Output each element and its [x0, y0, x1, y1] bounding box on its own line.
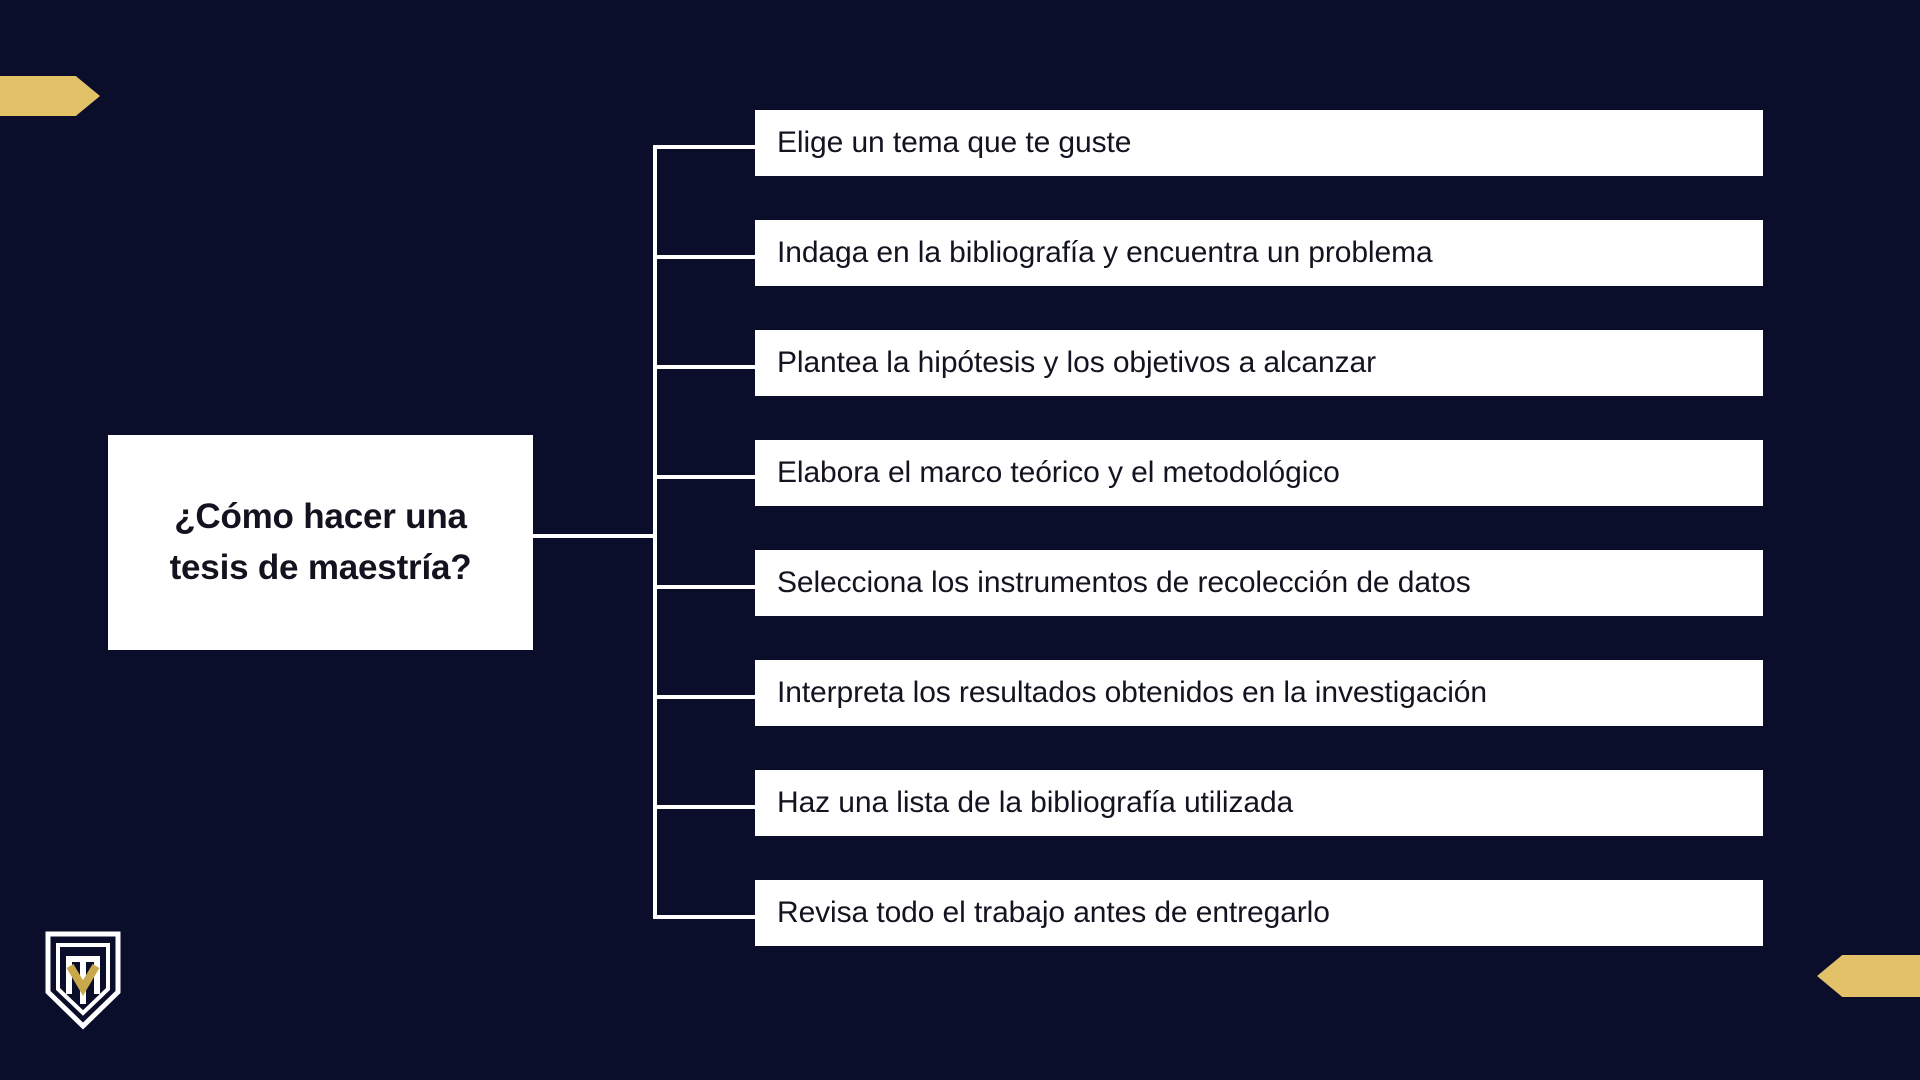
step-node-label: Indaga en la bibliografía y encuentra un…: [777, 236, 1433, 269]
step-node-4[interactable]: Elabora el marco teórico y el metodológi…: [755, 440, 1763, 506]
step-node-6[interactable]: Interpreta los resultados obtenidos en l…: [755, 660, 1763, 726]
step-node-8[interactable]: Revisa todo el trabajo antes de entregar…: [755, 880, 1763, 946]
root-node[interactable]: ¿Cómo hacer una tesis de maestría?: [108, 435, 533, 650]
connector-trunk: [653, 145, 657, 917]
step-node-label: Elabora el marco teórico y el metodológi…: [777, 456, 1340, 489]
root-label-line-2: tesis de maestría?: [169, 547, 472, 587]
connector-stem: [533, 534, 655, 538]
connector-branch-3: [653, 365, 757, 369]
connector-branch-1: [653, 145, 757, 149]
step-node-label: Elige un tema que te guste: [777, 126, 1132, 159]
step-node-1[interactable]: Elige un tema que te guste: [755, 110, 1763, 176]
step-node-label: Revisa todo el trabajo antes de entregar…: [777, 896, 1330, 929]
step-node-label: Haz una lista de la bibliografía utiliza…: [777, 786, 1294, 819]
step-node-label: Plantea la hipótesis y los objetivos a a…: [777, 346, 1376, 379]
step-node-3[interactable]: Plantea la hipótesis y los objetivos a a…: [755, 330, 1763, 396]
connector-branch-8: [653, 915, 757, 919]
connector-branch-2: [653, 255, 757, 259]
arrow-left-accent-icon: [0, 76, 100, 116]
root-node-label: ¿Cómo hacer una tesis de maestría?: [170, 492, 472, 594]
step-node-label: Interpreta los resultados obtenidos en l…: [777, 676, 1487, 709]
tesis-maestria-shield-logo: [44, 930, 122, 1030]
step-node-label: Selecciona los instrumentos de recolecci…: [777, 566, 1471, 599]
connector-branch-4: [653, 475, 757, 479]
connector-branch-5: [653, 585, 757, 589]
step-node-7[interactable]: Haz una lista de la bibliografía utiliza…: [755, 770, 1763, 836]
step-node-5[interactable]: Selecciona los instrumentos de recolecci…: [755, 550, 1763, 616]
arrow-right-accent-icon: [1817, 955, 1920, 997]
step-node-2[interactable]: Indaga en la bibliografía y encuentra un…: [755, 220, 1763, 286]
root-label-line-1: ¿Cómo hacer una: [174, 496, 467, 536]
connector-branch-7: [653, 805, 757, 809]
connector-branch-6: [653, 695, 757, 699]
